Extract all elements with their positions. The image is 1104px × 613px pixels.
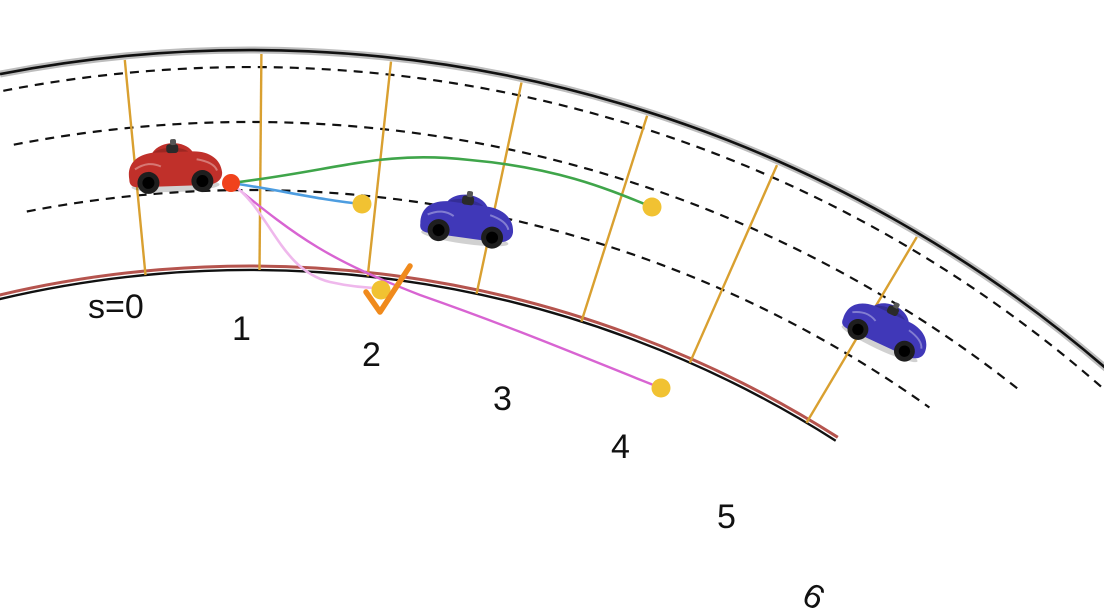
lane-divider — [13, 120, 1022, 392]
station-line — [366, 61, 393, 277]
candidate-path-blue — [230, 181, 363, 206]
station-label: 2 — [362, 336, 381, 374]
lane-divider — [3, 66, 1104, 391]
station-labels: s=0 1 2 3 4 5 6 — [88, 288, 831, 613]
station-lines — [123, 53, 918, 424]
ego-origin-dot — [222, 174, 240, 192]
station-label: 5 — [717, 498, 736, 536]
blue-race-car-icon — [416, 183, 519, 253]
outer-road-edge — [0, 48, 1104, 369]
inner-road-edge — [0, 268, 837, 442]
candidate-paths — [222, 155, 671, 398]
station-line — [688, 164, 779, 364]
candidate-path-magenta — [230, 182, 662, 390]
blue-race-car-icon-shape — [416, 183, 519, 253]
station-line — [475, 82, 523, 295]
target-endpoint-dot — [651, 378, 671, 398]
station-label: 6 — [796, 576, 831, 613]
target-endpoint-dot — [642, 197, 662, 217]
candidate-path-light-pink — [230, 181, 383, 290]
station-label: 3 — [493, 380, 512, 418]
target-endpoint-dot — [371, 280, 391, 300]
station-line — [258, 53, 263, 271]
inner-road-edge-accent — [0, 264, 839, 439]
road — [0, 46, 1104, 442]
target-endpoint-dot — [352, 194, 372, 214]
candidate-path-green — [230, 155, 653, 209]
red-race-car-icon-shape — [126, 136, 224, 196]
station-line — [580, 115, 649, 322]
station-label: 4 — [611, 428, 630, 466]
red-race-car-icon — [126, 136, 224, 196]
outer-road-edge-shadow — [0, 46, 1104, 372]
station-label-origin: s=0 — [88, 288, 144, 326]
checkmark-icon — [363, 263, 413, 315]
station-label: 1 — [232, 310, 251, 348]
